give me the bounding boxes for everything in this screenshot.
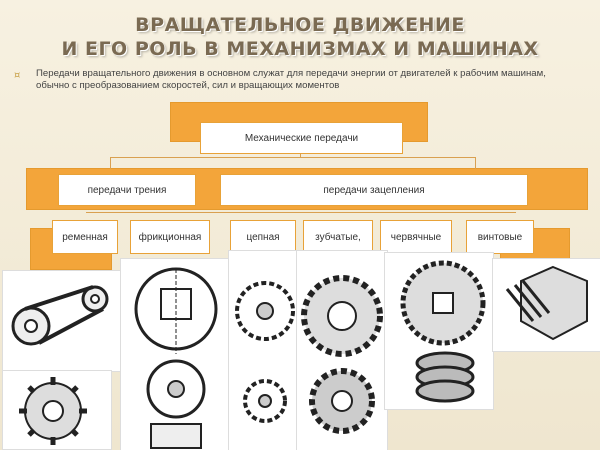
type-box-friction: фрикционная	[130, 220, 210, 254]
intro-text: Передачи вращательного движения в основн…	[36, 68, 546, 91]
friction-drive-image	[120, 258, 232, 450]
type-box-gear: зубчатые,	[303, 220, 373, 254]
type-box-screw: винтовые	[466, 220, 534, 254]
type-box-worm: червячные	[380, 220, 452, 254]
mesh-group-box: передачи зацепления	[220, 174, 528, 206]
friction-group-box: передачи трения	[58, 174, 196, 206]
bullet-icon: ¤	[14, 70, 21, 81]
type-box-chain: цепная	[230, 220, 296, 254]
diagram-root-box: Механические передачи	[200, 122, 403, 154]
small-gear-image	[2, 370, 112, 450]
chain-drive-image	[228, 250, 302, 450]
slide-title-line2: И ЕГО РОЛЬ В МЕХАНИЗМАХ И МАШИНАХ	[61, 38, 539, 60]
spur-gears-image	[296, 250, 388, 450]
belt-drive-image	[2, 270, 124, 372]
worm-gear-image	[384, 252, 494, 410]
screw-image	[492, 258, 600, 352]
connector	[110, 157, 475, 158]
connector	[475, 157, 476, 169]
slide-title-line1: ВРАЩАТЕЛЬНОЕ ДВИЖЕНИЕ	[135, 14, 465, 36]
type-box-belt: ременная	[52, 220, 118, 254]
connector	[86, 212, 516, 213]
connector	[110, 157, 111, 169]
